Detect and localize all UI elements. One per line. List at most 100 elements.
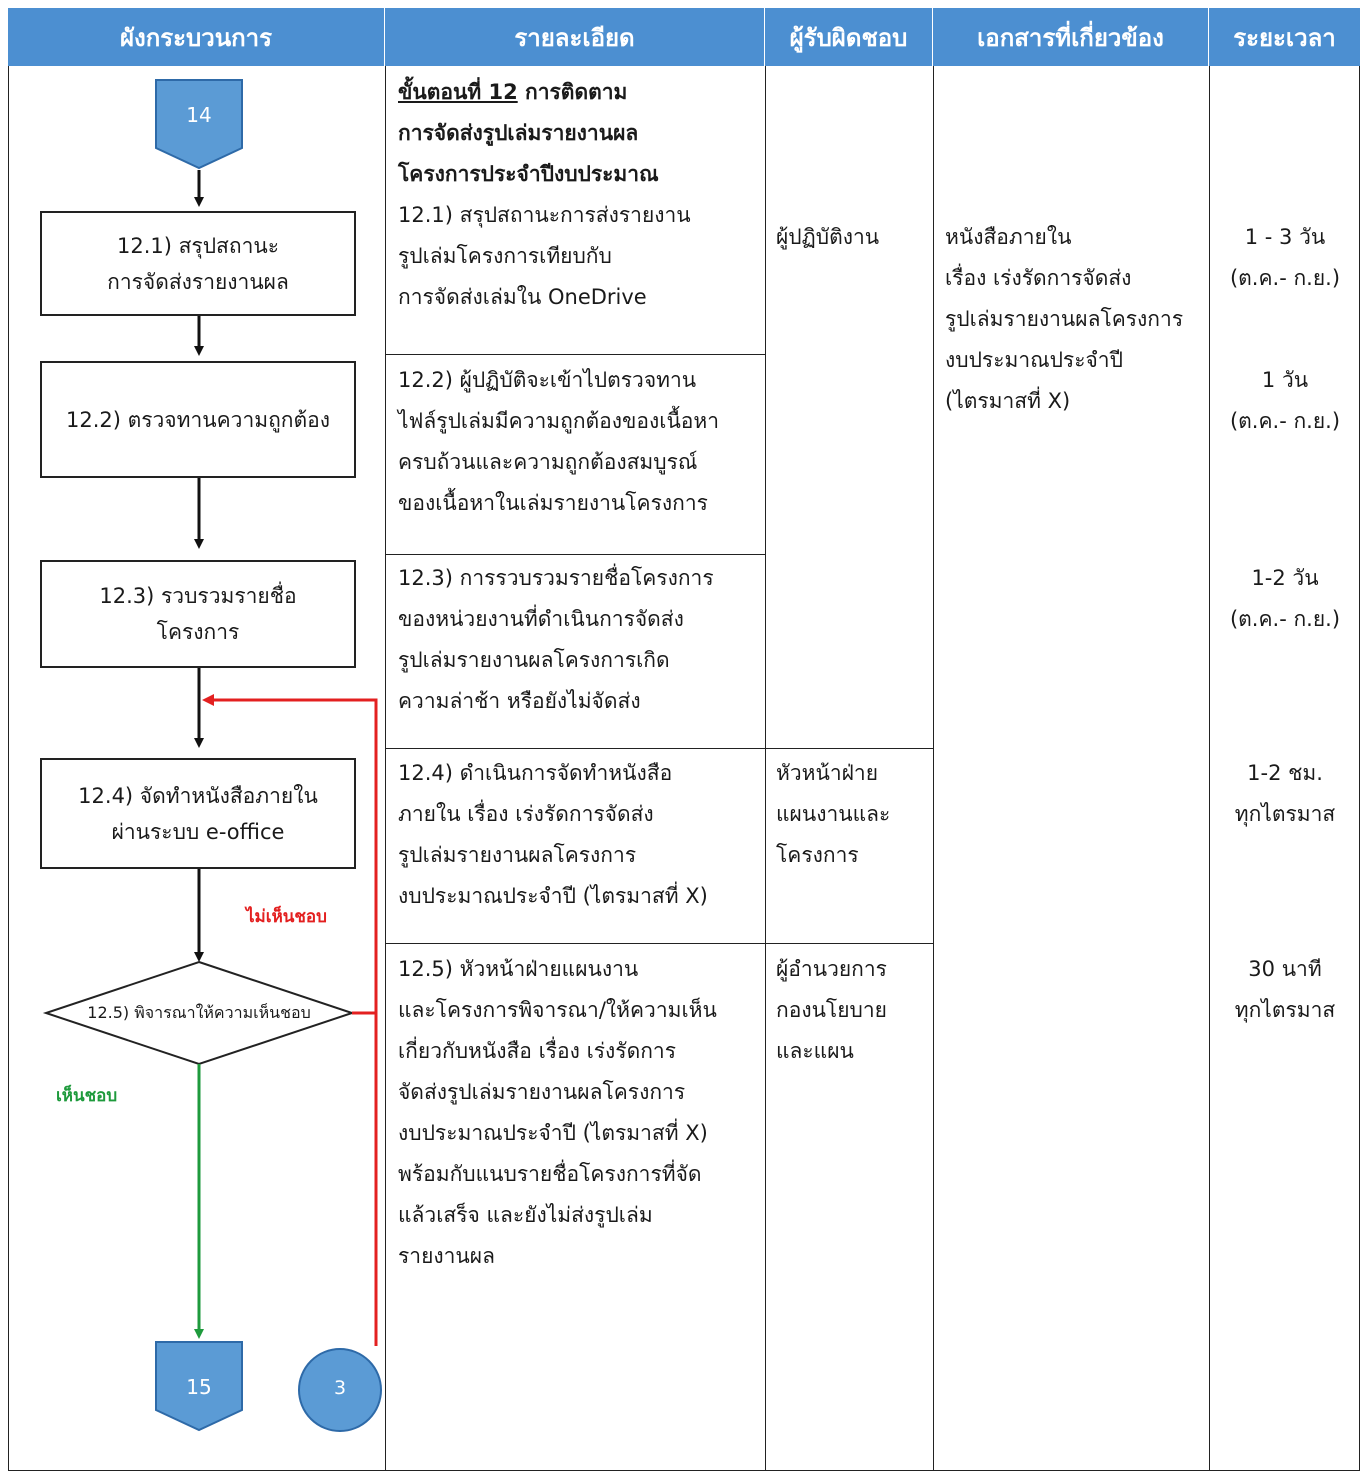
step-title: ขั้นตอนที่ 12 การติดตาม การจัดส่งรูปเล่ม… [398, 72, 691, 318]
detail-line: 12.2) ผู้ปฏิบัติจะเข้าไปตรวจทาน [398, 368, 697, 392]
responsible-line: โครงการ [776, 843, 859, 867]
start-connector-shape [155, 79, 243, 170]
table-border-right [1359, 66, 1360, 1471]
column-divider [1209, 66, 1210, 1471]
header-process: ผังกระบวนการ [8, 8, 385, 66]
duration-line: ทุกไตรมาส [1234, 802, 1336, 826]
detail-line: 12.5) หัวหน้าฝ่ายแผนงาน [398, 957, 639, 981]
detail-line: รูปเล่มรายงานผลโครงการ [398, 843, 637, 867]
flowchart-diagram [42, 79, 382, 1432]
detail-line: แล้วเสร็จ และยังไม่ส่งรูปเล่ม [398, 1203, 653, 1227]
duration-line: 1-2 ชม. [1247, 761, 1323, 785]
detail-line: งบประมาณประจำปี (ไตรมาสที่ X) [398, 884, 708, 908]
flow-box-text: การจัดส่งรายงานผล [107, 269, 289, 294]
detail-line: 12.3) การรวบรวมรายชื่อโครงการ [398, 566, 714, 590]
flow-box-12-1: 12.1) สรุปสถานะ การจัดส่งรายงานผล [40, 211, 356, 316]
end-connector-shape [155, 1341, 243, 1432]
duration-12-2: 1 วัน (ต.ค.- ก.ย.) [1212, 360, 1358, 442]
detail-row-divider [385, 943, 933, 944]
flow-box-text: 12.1) สรุปสถานะ [116, 233, 279, 258]
step-title-line: โครงการประจำปีงบประมาณ [398, 162, 659, 186]
responsible-line: กองนโยบาย [776, 998, 887, 1022]
duration-line: ทุกไตรมาส [1234, 998, 1336, 1022]
step-number: ขั้นตอนที่ 12 [398, 80, 518, 104]
decision-label: 12.5) พิจารณาให้ความเห็นชอบ [87, 1003, 311, 1022]
detail-line: งบประมาณประจำปี (ไตรมาสที่ X) [398, 1121, 708, 1145]
duration-12-1: 1 - 3 วัน (ต.ค.- ก.ย.) [1212, 217, 1358, 299]
flow-box-12-4: 12.4) จัดทำหนังสือภายใน ผ่านระบบ e-offic… [40, 758, 356, 869]
detail-line: การจัดส่งเล่มใน OneDrive [398, 285, 647, 309]
detail-line: รายงานผล [398, 1244, 495, 1268]
related-documents: หนังสือภายใน เรื่อง เร่งรัดการจัดส่ง รูป… [945, 217, 1183, 422]
detail-line: ไฟล์รูปเล่มมีความถูกต้องของเนื้อหา [398, 409, 720, 433]
detail-line: 12.4) ดำเนินการจัดทำหนังสือ [398, 761, 673, 785]
flow-box-12-2: 12.2) ตรวจทานความถูกต้อง [40, 361, 356, 478]
header-detail: รายละเอียด [385, 8, 765, 66]
responsible-12-1: ผู้ปฏิบัติงาน [776, 217, 879, 258]
column-divider [385, 66, 386, 1471]
duration-line: (ต.ค.- ก.ย.) [1229, 607, 1341, 631]
circle-connector-shape [298, 1348, 382, 1432]
responsible-line: หัวหน้าฝ่าย [776, 761, 879, 785]
detail-line: ครบถ้วนและความถูกต้องสมบูรณ์ [398, 450, 698, 474]
responsible-12-4: หัวหน้าฝ่าย แผนงานและ โครงการ [776, 753, 890, 876]
responsible-line: และแผน [776, 1039, 854, 1063]
duration-line: 30 นาที [1248, 957, 1322, 981]
reject-loop-arrow [202, 694, 378, 1015]
detail-row-divider [385, 354, 765, 355]
detail-line: ภายใน เรื่อง เร่งรัดการจัดส่ง [398, 802, 654, 826]
duration-line: 1-2 วัน [1251, 566, 1319, 590]
circle-connector-label: 3 [333, 1377, 347, 1399]
duration-line: 1 - 3 วัน [1244, 225, 1326, 249]
end-connector-label: 15 [186, 1375, 212, 1399]
detail-line: จัดส่งรูปเล่มรายงานผลโครงการ [398, 1080, 686, 1104]
responsible-12-5: ผู้อำนวยการ กองนโยบาย และแผน [776, 949, 887, 1072]
not-approved-label: ไม่เห็นชอบ [246, 907, 327, 927]
start-connector-label: 14 [186, 103, 212, 127]
flow-box-text: ผ่านระบบ e-office [111, 819, 285, 844]
header-responsible: ผู้รับผิดชอบ [765, 8, 933, 66]
detail-line: พร้อมกับแนบรายชื่อโครงการที่จัด [398, 1162, 702, 1186]
approved-label: เห็นชอบ [56, 1086, 118, 1106]
duration-12-5: 30 นาที ทุกไตรมาส [1212, 949, 1358, 1031]
document-line: เรื่อง เร่งรัดการจัดส่ง [945, 266, 1132, 290]
detail-row-divider [385, 748, 933, 749]
detail-row-divider [385, 554, 765, 555]
column-divider [765, 66, 766, 1471]
responsible-line: ผู้อำนวยการ [776, 957, 887, 981]
table-border-left [8, 66, 9, 1471]
responsible-line: ผู้ปฏิบัติงาน [776, 225, 880, 249]
detail-line: และโครงการพิจารณา/ให้ความเห็น [398, 998, 717, 1022]
flow-box-text: 12.4) จัดทำหนังสือภายใน [78, 783, 318, 808]
flow-box-text: 12.3) รวบรวมรายชื่อ [99, 584, 297, 608]
responsible-line: แผนงานและ [776, 802, 891, 826]
detail-line: รูปเล่มโครงการเทียบกับ [398, 244, 612, 268]
duration-12-3: 1-2 วัน (ต.ค.- ก.ย.) [1212, 558, 1358, 640]
duration-line: 1 วัน [1261, 368, 1309, 392]
step-title-line: การจัดส่งรูปเล่มรายงานผล [398, 121, 639, 145]
document-line: (ไตรมาสที่ X) [945, 389, 1071, 413]
duration-line: (ต.ค.- ก.ย.) [1229, 409, 1341, 433]
document-line: หนังสือภายใน [945, 225, 1072, 249]
document-line: งบประมาณประจำปี [945, 348, 1123, 372]
detail-line: เกี่ยวกับหนังสือ เรื่อง เร่งรัดการ [398, 1039, 677, 1063]
document-line: รูปเล่มรายงานผลโครงการ [945, 307, 1184, 331]
detail-line: ของหน่วยงานที่ดำเนินการจัดส่ง [398, 607, 684, 631]
duration-12-4: 1-2 ชม. ทุกไตรมาส [1212, 753, 1358, 835]
header-documents: เอกสารที่เกี่ยวข้อง [933, 8, 1209, 66]
detail-12-2: 12.2) ผู้ปฏิบัติจะเข้าไปตรวจทาน ไฟล์รูปเ… [398, 360, 719, 524]
detail-12-3: 12.3) การรวบรวมรายชื่อโครงการ ของหน่วยงา… [398, 558, 714, 722]
column-divider [933, 66, 934, 1471]
header-duration: ระยะเวลา [1209, 8, 1360, 66]
detail-line: รูปเล่มรายงานผลโครงการเกิด [398, 648, 670, 672]
flow-box-text: โครงการ [156, 620, 240, 644]
detail-line: ความล่าช้า หรือยังไม่จัดส่ง [398, 689, 641, 713]
table-border-bottom [8, 1470, 1360, 1471]
detail-12-5: 12.5) หัวหน้าฝ่ายแผนงาน และโครงการพิจารณ… [398, 949, 717, 1277]
step-title-text: การติดตาม [517, 80, 628, 104]
flow-box-text: 12.2) ตรวจทานความถูกต้อง [65, 407, 331, 432]
detail-line: 12.1) สรุปสถานะการส่งรายงาน [398, 203, 691, 227]
duration-line: (ต.ค.- ก.ย.) [1229, 266, 1341, 290]
detail-line: ของเนื้อหาในเล่มรายงานโครงการ [398, 491, 708, 515]
